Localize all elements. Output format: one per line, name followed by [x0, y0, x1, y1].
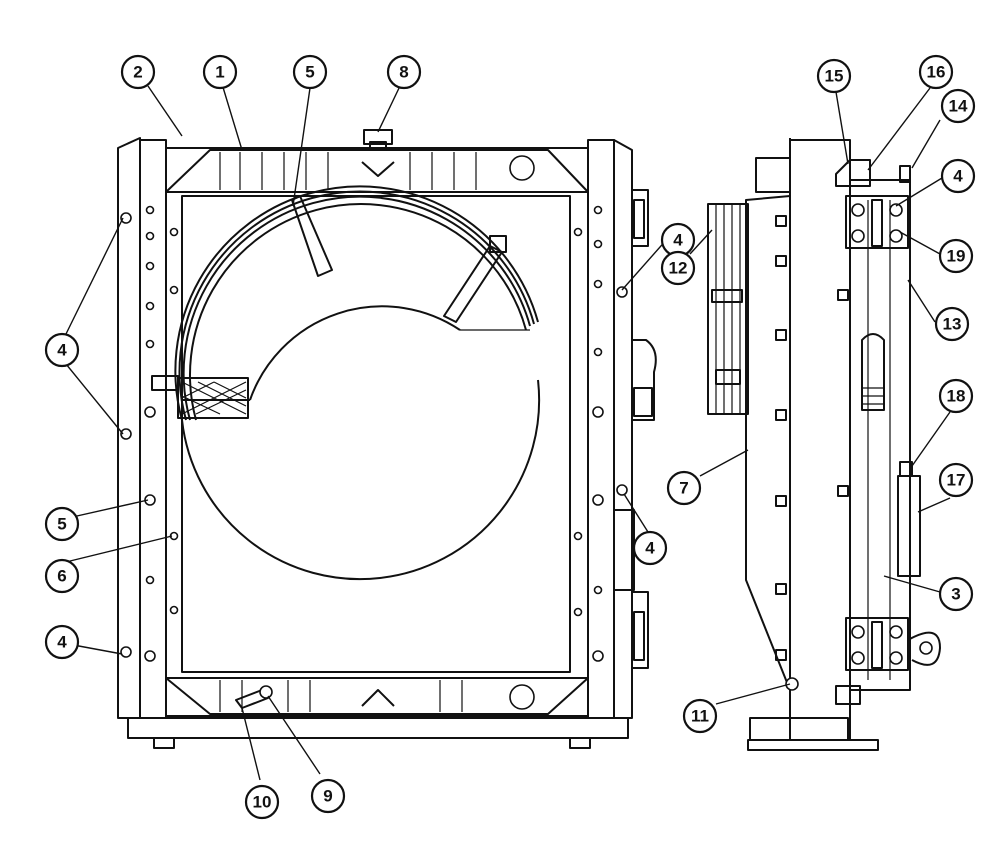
right-side-member [587, 139, 615, 719]
callout-10: 10 [244, 784, 280, 820]
svg-text:14: 14 [949, 97, 968, 116]
svg-text:11: 11 [691, 707, 709, 726]
callout-13: 13 [934, 306, 970, 342]
upper-mount-bracket [631, 189, 649, 247]
svg-text:15: 15 [825, 67, 844, 86]
fan-blades [707, 203, 749, 415]
svg-text:4: 4 [673, 231, 683, 250]
side-radiator-body [789, 139, 851, 741]
callout-4: 4 [44, 624, 80, 660]
callouts: 2 1 5 8 15 16 14 4 19 4 12 13 4 18 7 17 … [44, 54, 976, 820]
base-plate [127, 717, 629, 739]
svg-text:1: 1 [215, 63, 224, 82]
svg-text:12: 12 [669, 259, 688, 278]
left-side-member [139, 139, 167, 719]
svg-text:3: 3 [951, 585, 960, 604]
svg-text:10: 10 [253, 793, 272, 812]
callout-15: 15 [816, 58, 852, 94]
callout-1: 1 [202, 54, 238, 90]
bottom-tank [165, 677, 589, 717]
filler-cap [363, 129, 393, 145]
lower-clamp-bracket [845, 617, 909, 671]
callout-4: 4 [660, 222, 696, 258]
callout-7: 7 [666, 470, 702, 506]
svg-text:19: 19 [947, 247, 966, 266]
left-outer-side [117, 137, 141, 719]
mesh-guard [177, 377, 249, 419]
callout-19: 19 [938, 238, 974, 274]
callout-5: 5 [292, 54, 328, 90]
svg-text:7: 7 [679, 479, 688, 498]
callout-9: 9 [310, 778, 346, 814]
side-bolts [120, 205, 628, 662]
svg-text:8: 8 [399, 63, 408, 82]
callout-17: 17 [938, 462, 974, 498]
svg-text:4: 4 [57, 633, 67, 652]
callout-3: 3 [938, 576, 974, 612]
side-view [707, 138, 941, 751]
callout-2: 2 [120, 54, 156, 90]
svg-text:4: 4 [953, 167, 963, 186]
svg-text:5: 5 [305, 63, 314, 82]
radiator-core [181, 195, 571, 673]
svg-text:5: 5 [57, 515, 66, 534]
callout-5: 5 [44, 506, 80, 542]
callout-4: 4 [940, 158, 976, 194]
side-shroud [745, 195, 791, 691]
callout-6: 6 [44, 558, 80, 594]
svg-text:13: 13 [943, 315, 962, 334]
callout-4: 4 [44, 332, 80, 368]
svg-text:4: 4 [57, 341, 67, 360]
svg-text:16: 16 [927, 63, 946, 82]
fan-shroud [174, 185, 539, 421]
callout-12: 12 [660, 250, 696, 286]
upper-clamp-bracket [845, 195, 909, 249]
svg-text:2: 2 [133, 63, 142, 82]
side-oil-cooler [849, 179, 911, 691]
svg-text:17: 17 [947, 471, 966, 490]
callout-11: 11 [682, 698, 718, 734]
leader-lines [65, 83, 951, 781]
callout-16: 16 [918, 54, 954, 90]
callout-4: 4 [632, 530, 668, 566]
lower-mount-bracket [631, 591, 649, 669]
callout-8: 8 [386, 54, 422, 90]
callout-18: 18 [938, 378, 974, 414]
svg-text:9: 9 [323, 787, 332, 806]
callout-14: 14 [940, 88, 976, 124]
front-view [117, 129, 657, 749]
svg-text:18: 18 [947, 387, 966, 406]
svg-text:6: 6 [57, 567, 66, 586]
svg-text:4: 4 [645, 539, 655, 558]
